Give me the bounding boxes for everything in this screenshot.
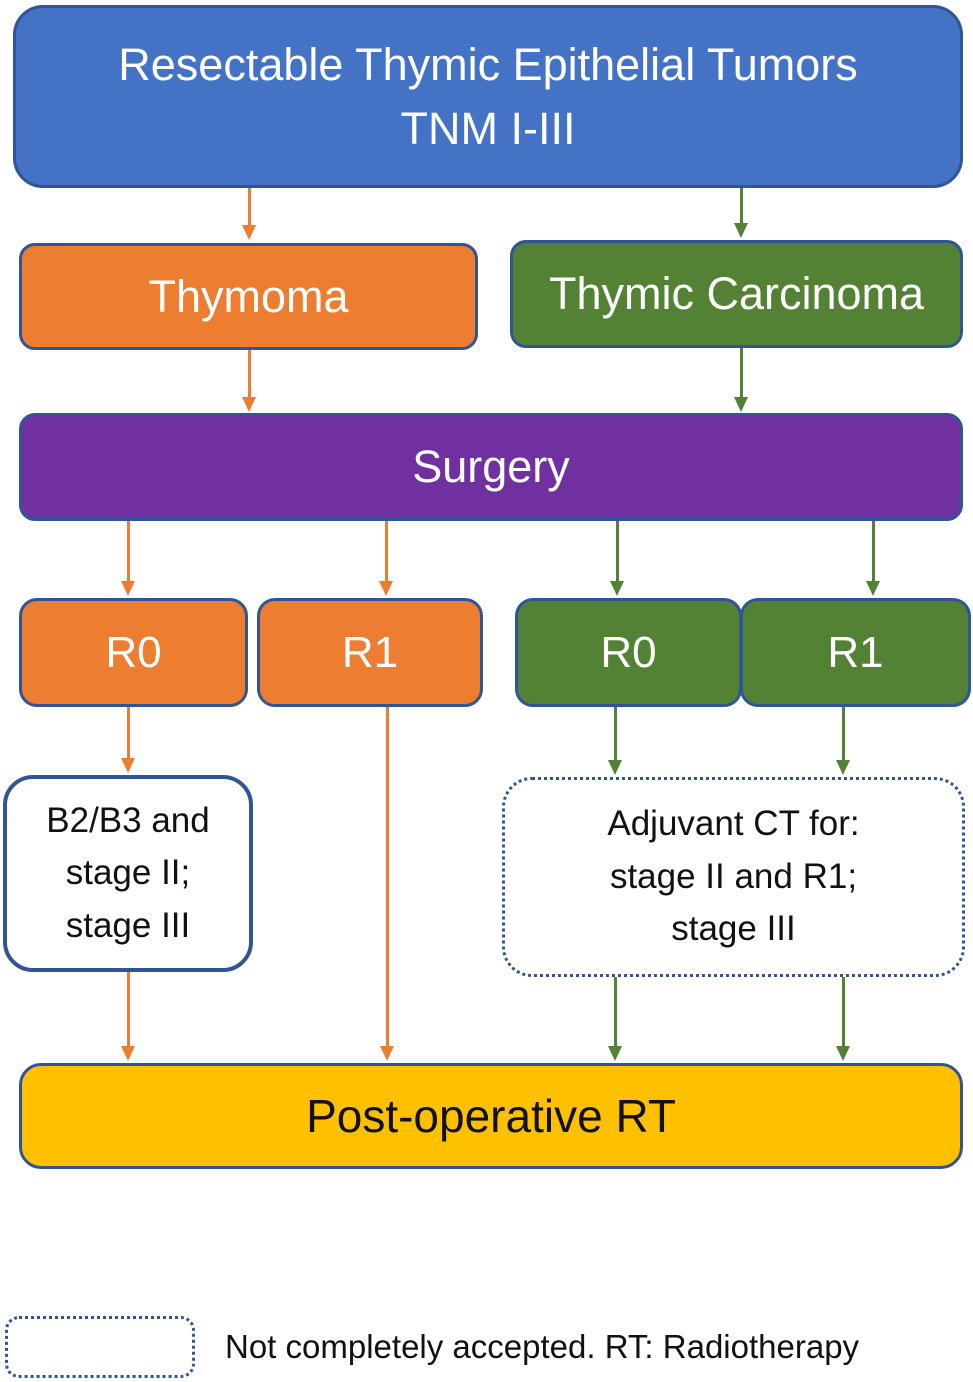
- node-carcinoma-r0: R0: [515, 598, 742, 707]
- node-thymoma-r1: R1: [257, 598, 483, 707]
- node-b2b3-stage-criteria: B2/B3 and stage II; stage III: [3, 775, 253, 972]
- legend-note: Not completely accepted. RT: Radiotherap…: [225, 1328, 860, 1365]
- arrow-surgery-to-thymoma-r1: [379, 521, 393, 596]
- node-thymoma-r0: R0: [19, 598, 248, 707]
- node-post-operative-rt: Post-operative RT: [19, 1063, 963, 1169]
- arrow-thymoma-to-surgery: [242, 350, 256, 412]
- node-carcinoma-r1: R1: [740, 598, 971, 707]
- node-b2b3-line3: stage III: [65, 905, 191, 945]
- node-thymoma-r1-label: R1: [341, 627, 399, 677]
- node-thymoma: Thymoma: [19, 243, 478, 350]
- node-carcinoma-r1-label: R1: [827, 627, 884, 677]
- arrow-thymoma-r1-to-postop: [380, 707, 394, 1061]
- node-root-line1: Resectable Thymic Epithelial Tumors: [118, 38, 858, 90]
- node-adjuvant-line2: stage II and R1;: [609, 856, 858, 896]
- arrow-carcinoma-to-surgery: [734, 348, 748, 412]
- node-thymoma-r0-label: R0: [105, 627, 162, 677]
- arrow-carcinoma-r0-to-adjuvant: [608, 707, 622, 775]
- node-b2b3-line2: stage II;: [65, 853, 191, 893]
- node-thymoma-label: Thymoma: [148, 270, 349, 322]
- arrow-thymoma-r0-to-b2b3: [121, 707, 135, 773]
- node-root-line2: TNM I-III: [400, 102, 576, 154]
- node-thymic-carcinoma: Thymic Carcinoma: [510, 240, 963, 348]
- node-adjuvant-line1: Adjuvant CT for:: [607, 804, 860, 844]
- arrow-carcinoma-r1-to-adjuvant: [836, 707, 850, 775]
- arrow-surgery-to-carcinoma-r1: [866, 521, 880, 596]
- arrow-root-to-thymoma: [242, 188, 256, 240]
- node-carcinoma-r0-label: R0: [600, 627, 657, 677]
- node-postop-label: Post-operative RT: [306, 1090, 676, 1142]
- arrow-root-to-carcinoma: [734, 188, 748, 238]
- node-resectable-thymic-epithelial-tumors: Resectable Thymic Epithelial Tumors TNM …: [13, 5, 963, 188]
- node-b2b3-line1: B2/B3 and: [46, 800, 210, 840]
- legend-dotted-box-symbol: [5, 1316, 195, 1378]
- arrow-adjuvant-left-to-postop: [608, 977, 622, 1061]
- node-adjuvant-line3: stage III: [671, 909, 796, 949]
- node-surgery: Surgery: [19, 413, 963, 521]
- node-adjuvant-ct-criteria: Adjuvant CT for: stage II and R1; stage …: [502, 777, 965, 977]
- arrow-b2b3-to-postop: [121, 972, 135, 1061]
- arrow-adjuvant-right-to-postop: [836, 977, 850, 1061]
- arrow-surgery-to-thymoma-r0: [121, 521, 135, 596]
- arrow-surgery-to-carcinoma-r0: [610, 521, 624, 596]
- node-thymic-carcinoma-label: Thymic Carcinoma: [548, 268, 925, 319]
- node-surgery-label: Surgery: [412, 441, 570, 492]
